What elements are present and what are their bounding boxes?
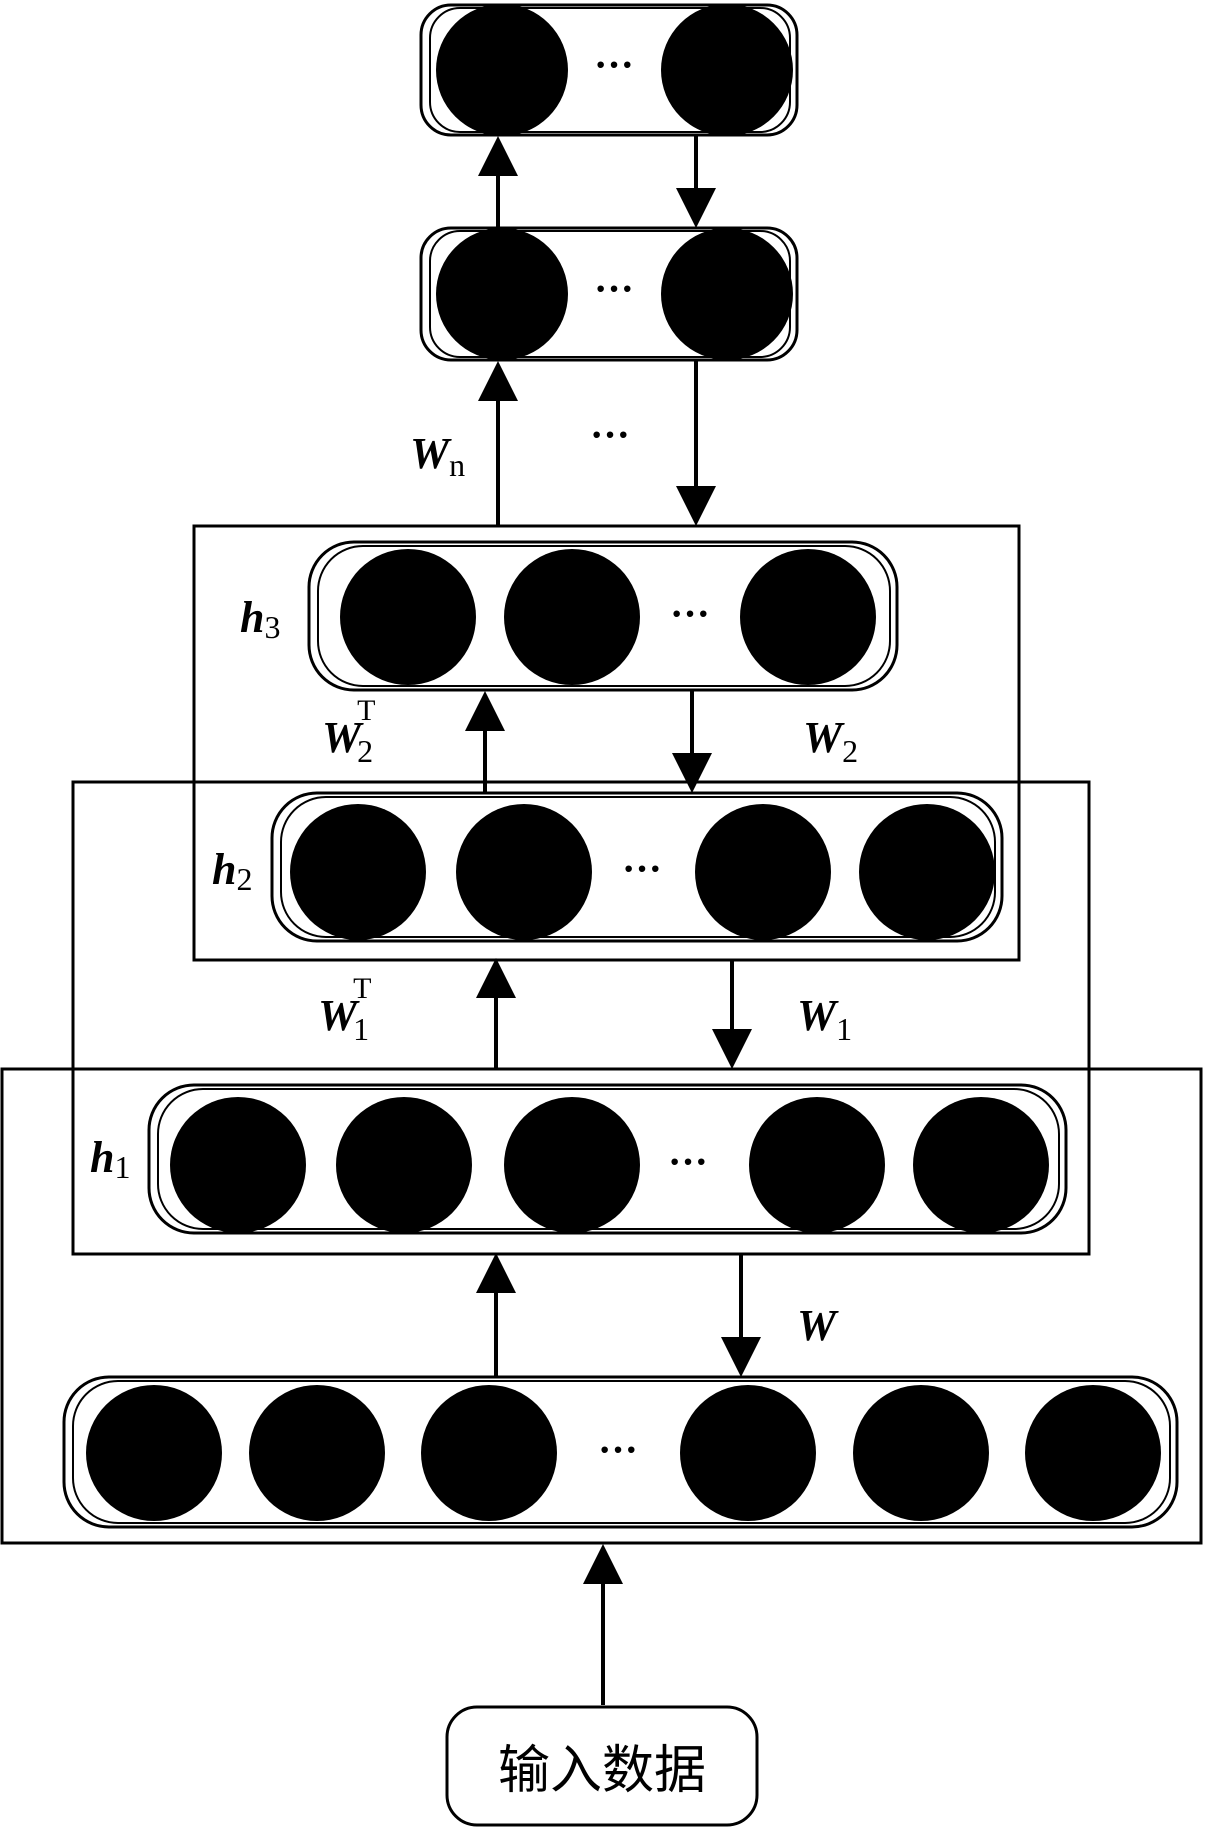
label-w2t: W2T: [322, 694, 375, 769]
neuron-node: [695, 804, 831, 940]
label-w1: W1: [797, 991, 852, 1047]
frame-level-2: [71, 780, 1091, 1256]
neuron-node: [859, 804, 995, 940]
neuron-node: [340, 549, 476, 685]
neuron-node: [853, 1385, 989, 1521]
label-h1: h1: [90, 1133, 130, 1185]
ellipsis-label: ···: [670, 591, 710, 636]
input-data-box: 输入数据: [445, 1705, 759, 1827]
neuron-node: [680, 1385, 816, 1521]
neuron-node: [436, 228, 568, 360]
neuron-node: [504, 549, 640, 685]
hidden-layer-h2: ···: [270, 791, 1004, 943]
label-wn: Wn: [410, 429, 465, 483]
ellipsis-label: ···: [594, 42, 634, 87]
label-w2: W2: [803, 713, 858, 769]
ellipsis-label: ···: [594, 266, 634, 311]
neuron-node: [436, 4, 568, 136]
arrows: [465, 135, 761, 1705]
label-h2: h2: [212, 845, 252, 897]
neuron-node: [421, 1385, 557, 1521]
neuron-node: [1025, 1385, 1161, 1521]
upper-hidden-layer: ···: [419, 226, 799, 362]
label-h3: h3: [240, 593, 280, 645]
neuron-node: [661, 4, 793, 136]
ellipsis-label: ···: [590, 412, 630, 457]
neuron-node: [913, 1097, 1049, 1233]
hidden-layer-h3: ···: [307, 540, 899, 692]
neuron-node: [170, 1097, 306, 1233]
ellipsis-label: ···: [622, 846, 662, 891]
ellipsis-label: ···: [668, 1139, 708, 1184]
frame-level-3: [192, 524, 1021, 962]
label-w1t: W1T: [318, 972, 371, 1047]
neuron-node: [661, 228, 793, 360]
label-w: W: [797, 1301, 839, 1350]
input-data-label: 输入数据: [498, 1741, 706, 1801]
ellipsis-label: ···: [598, 1427, 638, 1472]
neuron-node: [290, 804, 426, 940]
input-layer: ···: [62, 1375, 1179, 1529]
neuron-node: [740, 549, 876, 685]
neuron-node: [249, 1385, 385, 1521]
top-layer: ···: [419, 3, 799, 137]
frame-level-1: [0, 1067, 1203, 1545]
hidden-layer-h1: ···: [147, 1083, 1068, 1235]
neuron-node: [336, 1097, 472, 1233]
neuron-node: [504, 1097, 640, 1233]
neuron-node: [749, 1097, 885, 1233]
neuron-node: [456, 804, 592, 940]
neuron-node: [86, 1385, 222, 1521]
